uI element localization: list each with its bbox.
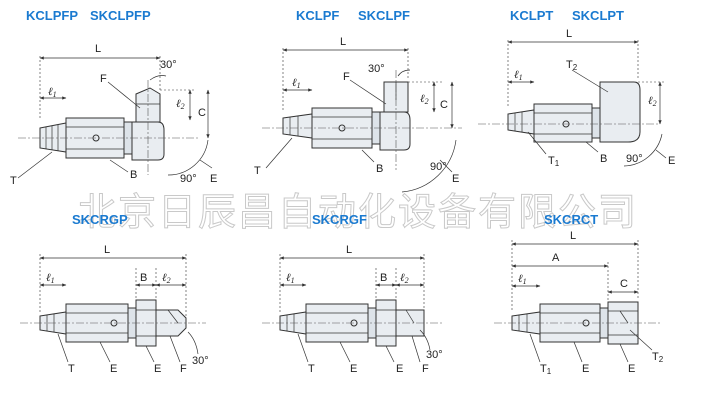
dim-L: L [346,244,352,256]
dim-B: B [380,272,387,284]
panel-title: KCLPF [296,8,339,23]
angle-30: 30° [192,355,209,367]
label-B: B [376,163,383,175]
label-T2: T2 [566,59,578,72]
dim-l1: ℓ1 [514,69,523,82]
panel-title: SKCRCT [544,212,598,227]
label-B: B [600,153,607,165]
panel-kclpf: KCLPF SKCLPF L ℓ1 F 30° ℓ2 C T [254,8,462,193]
angle-90: 90° [180,173,197,185]
label-E2: E [628,363,635,375]
dim-l1: ℓ1 [46,272,55,285]
label-F: F [422,363,429,375]
angle-30: 30° [160,59,177,71]
dim-l1: ℓ1 [518,273,527,286]
panel-title: KCLPFP [26,8,78,23]
panel-title-alt: SKCLPF [358,8,410,23]
label-T: T [254,165,261,177]
angle-30: 30° [426,349,443,361]
dim-B: B [140,272,147,284]
dim-l2: ℓ2 [162,272,171,285]
panel-title: KCLPT [510,8,553,23]
fitting-body [39,299,187,347]
panel-kclpt: KCLPT SKCLPT L ℓ1 T2 ℓ2 T1 B 90° E [478,8,675,168]
label-T: T [10,175,17,187]
panel-skcrgp: SKCRGP L ℓ1 B ℓ2 30° T E [20,212,209,375]
label-F: F [100,73,107,85]
label-E2: E [396,363,403,375]
dim-l1: ℓ1 [48,86,57,99]
label-T2: T2 [652,351,664,364]
fitting-body [282,81,411,151]
label-B: B [130,169,137,181]
dim-L: L [566,28,572,40]
label-F: F [180,363,187,375]
dim-l1: ℓ1 [292,77,301,90]
label-E1: E [110,363,117,375]
panel-title: SKCRGF [312,212,367,227]
dim-L: L [104,244,110,256]
panel-title-alt: SKCLPT [572,8,624,23]
label-E: E [210,173,217,185]
angle-90: 90° [626,153,643,165]
label-E: E [668,155,675,167]
fitting-body [39,87,165,161]
angle-30: 30° [368,63,385,75]
dim-l2: ℓ2 [176,98,185,111]
label-E: E [452,173,459,185]
dim-l2: ℓ2 [648,95,657,108]
dim-A: A [552,252,560,264]
label-T: T [308,363,315,375]
panel-title-alt: SKCLPFP [90,8,151,23]
label-F: F [343,71,350,83]
panel-skcrct: SKCRCT L A C ℓ1 T2 T1 E E [494,212,664,376]
dim-L: L [95,43,101,55]
label-T: T [68,363,75,375]
label-E2: E [154,363,161,375]
panel-kclpfp: KCLPFP SKCLPFP L ℓ1 F 30° ℓ2 C T [10,8,217,187]
panel-skcrgf: SKCRGF L ℓ1 B ℓ2 30° T E [262,212,444,375]
dim-l2: ℓ2 [420,93,429,106]
fitting-body [507,81,641,143]
dim-L: L [570,230,576,242]
dim-C: C [198,107,206,119]
watermark-text: 北京日辰昌自动化设备有限公司 [78,190,638,234]
panel-title: SKCRGP [72,212,128,227]
dim-C: C [620,278,628,290]
label-T1: T1 [548,155,560,168]
dim-l1: ℓ1 [286,272,295,285]
label-E1: E [350,363,357,375]
label-T1: T1 [540,363,552,376]
dim-l2: ℓ2 [400,272,409,285]
angle-90: 90° [430,161,447,173]
label-E1: E [582,363,589,375]
dim-L: L [340,36,346,48]
dim-C: C [440,99,448,111]
